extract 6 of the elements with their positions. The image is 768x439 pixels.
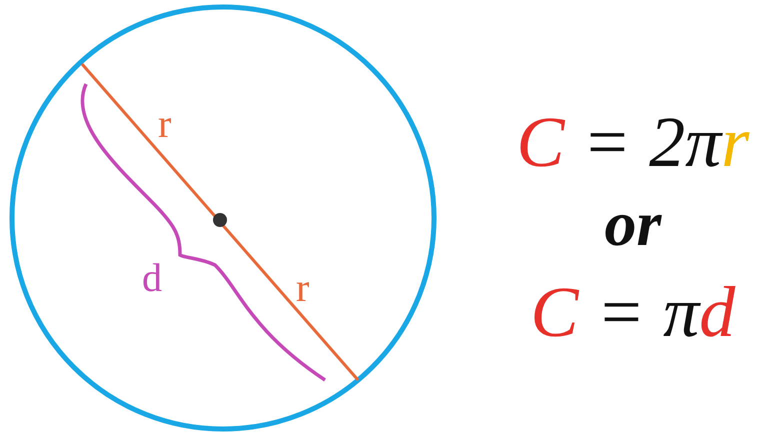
formula: C = πd — [530, 276, 736, 348]
diameter-label: d — [142, 258, 162, 298]
radius-label: r — [158, 104, 172, 144]
formula: C = 2πr — [516, 106, 750, 178]
radius-label: r — [296, 268, 310, 308]
conjunction-text: or — [604, 192, 662, 256]
